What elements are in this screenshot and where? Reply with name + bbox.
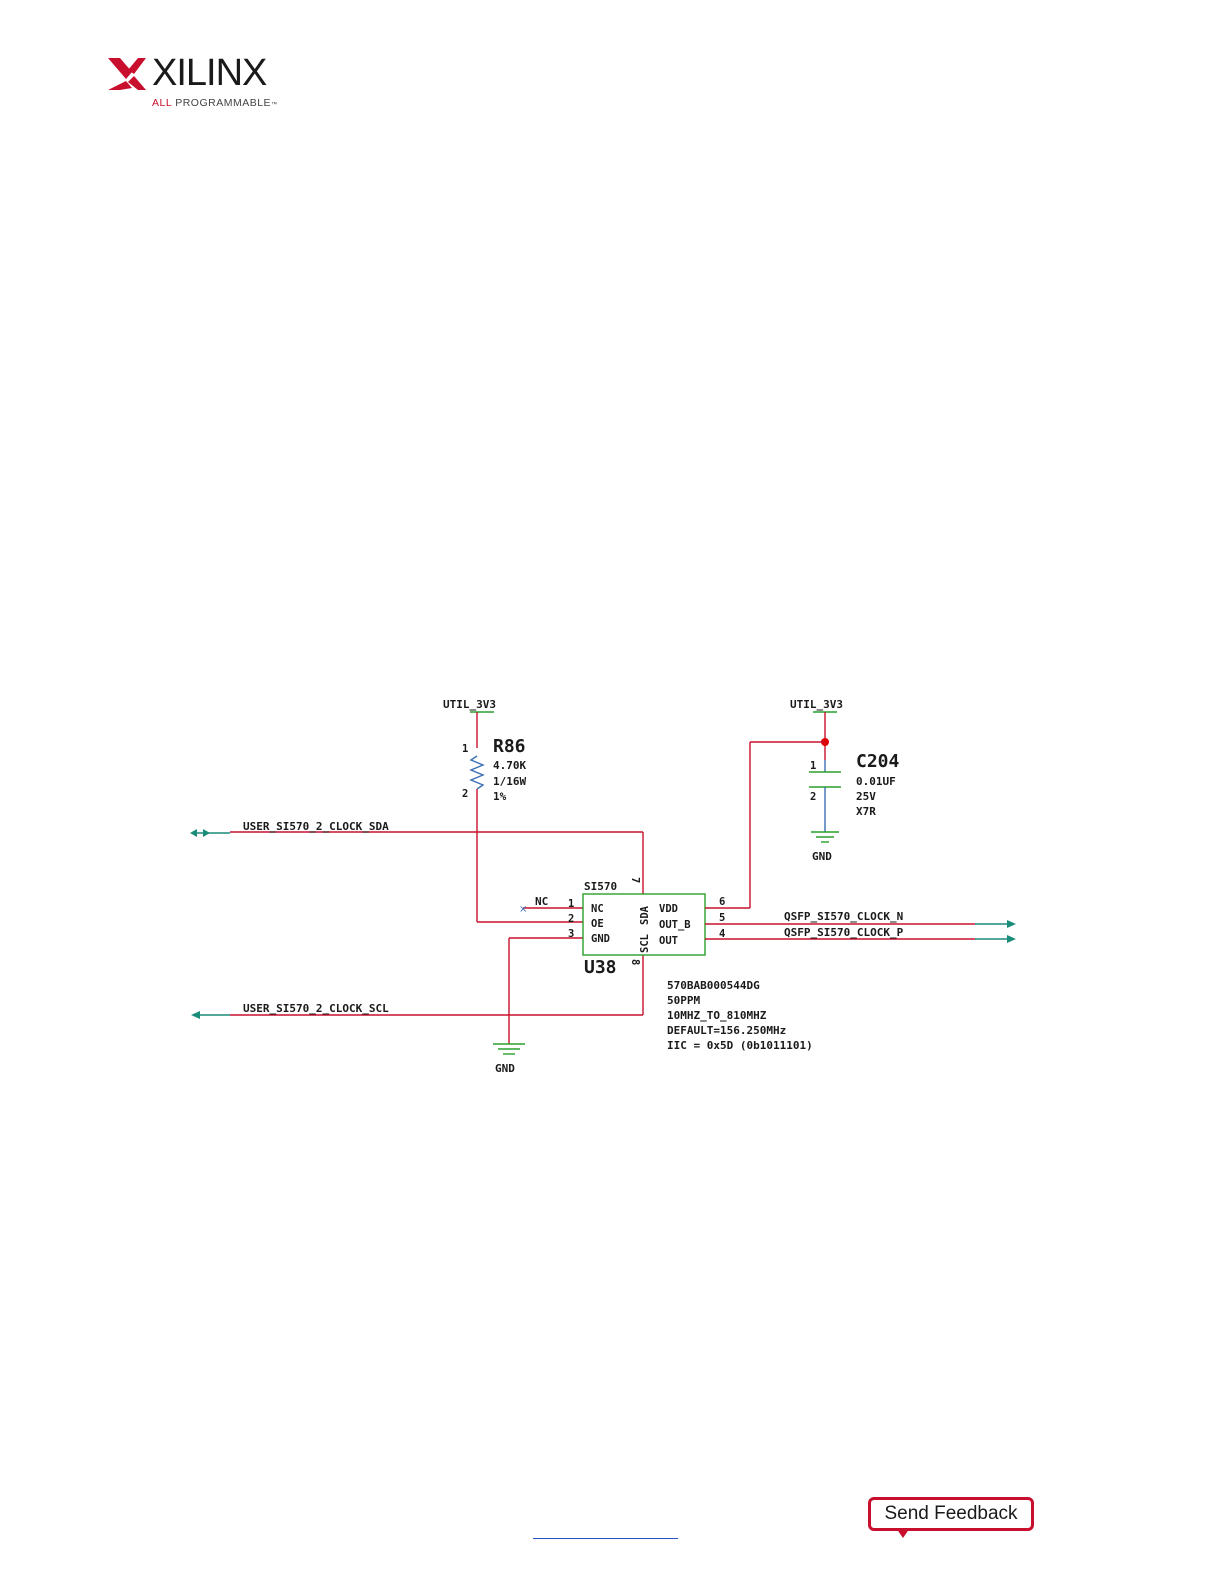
u38-scl-vertical: SCL (639, 934, 651, 953)
u38-pin5-name: OUT_B (659, 919, 691, 931)
u38-pin3-num: 3 (568, 928, 574, 940)
ground-symbol-main (493, 1043, 525, 1055)
output-arrow-clock-n (1007, 920, 1016, 928)
resistor-r86: 1 2 R86 4.70K 1/16W 1% (462, 736, 526, 803)
net-label-sda: USER_SI570_2_CLOCK_SDA (243, 820, 389, 833)
u38-pin7-num: 7 (629, 877, 641, 883)
logo-wordmark: XILINX (152, 52, 267, 94)
note-stability: 50PPM (667, 994, 700, 1007)
logo-tag-tm: ™ (271, 102, 278, 108)
r86-pin1: 1 (462, 743, 468, 755)
ground-symbol-cap (811, 831, 839, 843)
note-range: 10MHZ_TO_810MHZ (667, 1009, 767, 1022)
u38-part: SI570 (584, 880, 617, 893)
net-label-scl: USER_SI570_2_CLOCK_SCL (243, 1002, 389, 1015)
u38-pin1-num: 1 (568, 898, 574, 910)
c204-voltage: 25V (856, 790, 876, 803)
u38-pin6-name: VDD (659, 903, 678, 915)
c204-pin2: 2 (810, 791, 816, 803)
footer-link-underline[interactable] (533, 1538, 678, 1539)
c204-value: 0.01UF (856, 775, 896, 788)
r86-ref: R86 (493, 736, 526, 757)
output-arrow-clock-p (1007, 935, 1016, 943)
note-part-number: 570BAB000544DG (667, 979, 760, 992)
gnd-main-label: GND (495, 1062, 515, 1075)
u38-sda-vertical: SDA (639, 905, 651, 925)
feedback-bubble-tail (896, 1528, 910, 1538)
logo-tag-rest: PROGRAMMABLE (171, 97, 272, 109)
u38-pin2-num: 2 (568, 913, 574, 925)
power-label-left: UTIL_3V3 (443, 698, 496, 711)
net-label-clock-p: QSFP_SI570_CLOCK_P (784, 926, 904, 939)
c204-pin1: 1 (810, 760, 816, 772)
c204-ref: C204 (856, 751, 900, 772)
send-feedback-button[interactable]: Send Feedback (868, 1497, 1034, 1531)
nc-label: NC (535, 895, 548, 908)
xilinx-logo-mark (108, 58, 146, 90)
power-label-right: UTIL_3V3 (790, 698, 843, 711)
u38-pin5-num: 5 (719, 912, 725, 924)
u38-pin6-num: 6 (719, 896, 725, 908)
note-default: DEFAULT=156.250MHz (667, 1024, 786, 1037)
u38-pin4-num: 4 (719, 928, 725, 940)
r86-pin2: 2 (462, 788, 468, 800)
logo-tagline: ALL PROGRAMMABLE™ (152, 97, 278, 109)
r86-value: 4.70K (493, 759, 526, 772)
u38-pin8-num: 8 (629, 959, 641, 965)
r86-power: 1/16W (493, 775, 526, 788)
input-arrow-scl (191, 1011, 200, 1019)
note-iic: IIC = 0x5D (0b1011101) (667, 1039, 813, 1052)
r86-tolerance: 1% (493, 790, 507, 803)
nc-x-marker-icon: × (519, 904, 527, 915)
u38-pin4-name: OUT (659, 935, 678, 947)
c204-dielectric: X7R (856, 805, 876, 818)
u38-pin1-name: NC (591, 903, 604, 915)
u38-ref: U38 (584, 957, 617, 978)
u38-pin3-name: GND (591, 933, 610, 945)
net-label-clock-n: QSFP_SI570_CLOCK_N (784, 910, 903, 923)
gnd-cap-label: GND (812, 850, 832, 863)
u38-pin2-name: OE (591, 918, 604, 930)
logo-tag-all: ALL (152, 97, 172, 109)
capacitor-c204: 1 2 C204 0.01UF 25V X7R (809, 751, 900, 832)
